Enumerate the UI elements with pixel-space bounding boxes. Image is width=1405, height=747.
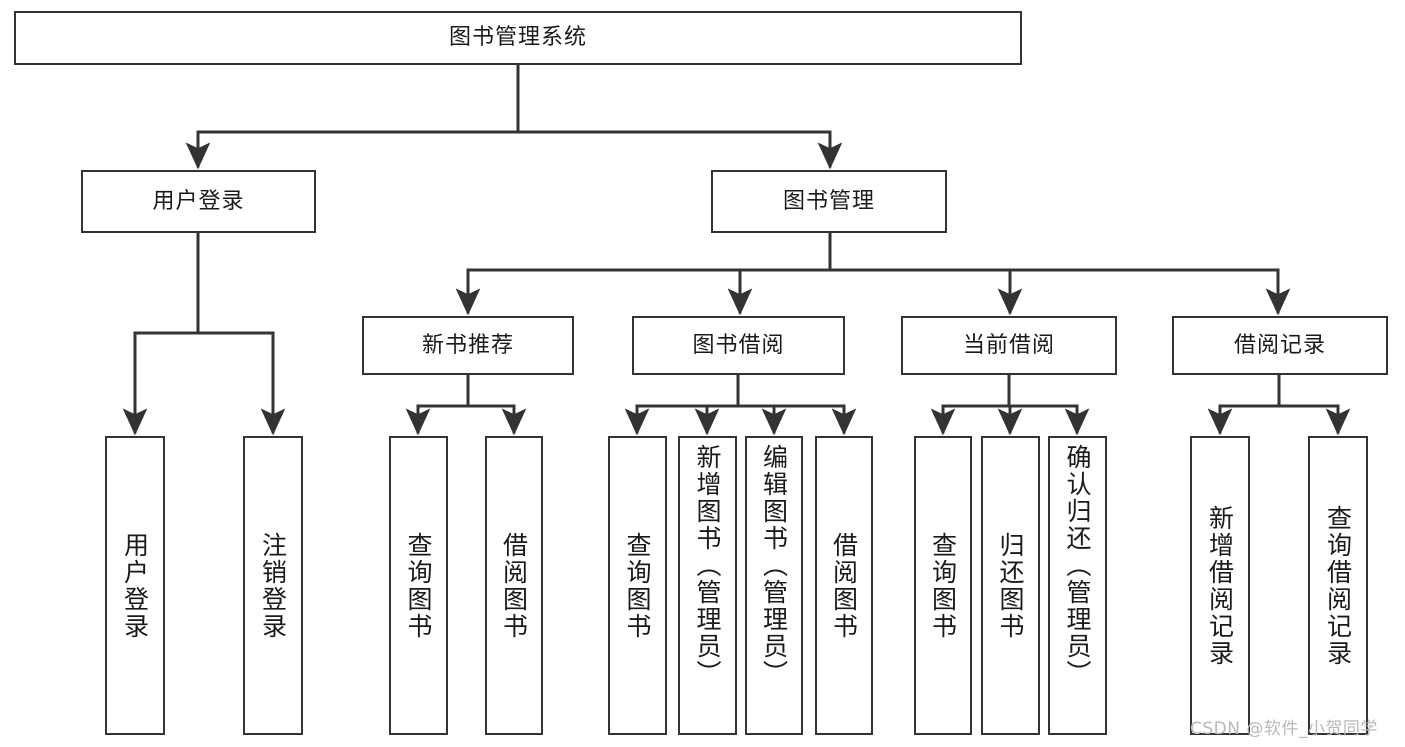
node-current-borrow-label: 当前借阅	[962, 332, 1055, 358]
node-leaf-query-book-2[interactable]: 查询图书	[608, 436, 667, 735]
node-leaf-logout[interactable]: 注销登录	[243, 436, 303, 735]
node-leaf-query-record-label: 查询借阅记录	[1323, 504, 1353, 667]
node-leaf-add-record[interactable]: 新增借阅记录	[1190, 436, 1250, 735]
node-leaf-edit-book-label: 编辑图书（管理员）	[759, 444, 789, 687]
node-leaf-confirm-return-label: 确认归还（管理员）	[1063, 444, 1092, 687]
node-leaf-return-book[interactable]: 归还图书	[981, 436, 1040, 735]
node-leaf-borrow-book-2-label: 借阅图书	[829, 531, 859, 640]
node-root[interactable]: 图书管理系统	[14, 11, 1022, 65]
node-leaf-confirm-return[interactable]: 确认归还（管理员）	[1048, 436, 1107, 735]
node-leaf-query-book-1[interactable]: 查询图书	[389, 436, 448, 735]
node-leaf-query-book-2-label: 查询图书	[623, 531, 652, 640]
node-user-login-label: 用户登录	[152, 188, 245, 214]
node-borrow-record[interactable]: 借阅记录	[1172, 316, 1388, 375]
node-leaf-borrow-book-1[interactable]: 借阅图书	[485, 436, 543, 735]
node-leaf-logout-label: 注销登录	[258, 531, 288, 640]
node-borrow-record-label: 借阅记录	[1233, 332, 1326, 358]
node-leaf-return-book-label: 归还图书	[996, 531, 1025, 640]
node-current-borrow[interactable]: 当前借阅	[901, 316, 1117, 375]
node-root-label: 图书管理系统	[448, 25, 587, 50]
node-leaf-add-book-label: 新增图书（管理员）	[693, 444, 722, 687]
node-leaf-query-record[interactable]: 查询借阅记录	[1308, 436, 1368, 735]
node-leaf-user-login-label: 用户登录	[120, 531, 150, 640]
node-leaf-edit-book[interactable]: 编辑图书（管理员）	[745, 436, 803, 735]
node-book-borrow[interactable]: 图书借阅	[632, 316, 845, 375]
node-new-book-rec[interactable]: 新书推荐	[362, 316, 574, 375]
node-leaf-borrow-book-2[interactable]: 借阅图书	[815, 436, 873, 735]
csdn-watermark: CSDN @软件_小贺同学	[1190, 719, 1378, 739]
node-leaf-query-book-3[interactable]: 查询图书	[914, 436, 972, 735]
node-user-login[interactable]: 用户登录	[81, 170, 316, 233]
node-leaf-add-record-label: 新增借阅记录	[1205, 504, 1235, 667]
node-leaf-borrow-book-1-label: 借阅图书	[499, 531, 529, 640]
node-new-book-rec-label: 新书推荐	[421, 332, 514, 358]
node-leaf-query-book-3-label: 查询图书	[928, 531, 958, 640]
node-leaf-query-book-1-label: 查询图书	[404, 531, 433, 640]
node-book-manage-label: 图书管理	[782, 188, 875, 214]
node-leaf-user-login[interactable]: 用户登录	[105, 436, 165, 735]
node-book-borrow-label: 图书借阅	[692, 332, 785, 358]
node-leaf-add-book[interactable]: 新增图书（管理员）	[678, 436, 737, 735]
node-book-manage[interactable]: 图书管理	[711, 170, 947, 233]
